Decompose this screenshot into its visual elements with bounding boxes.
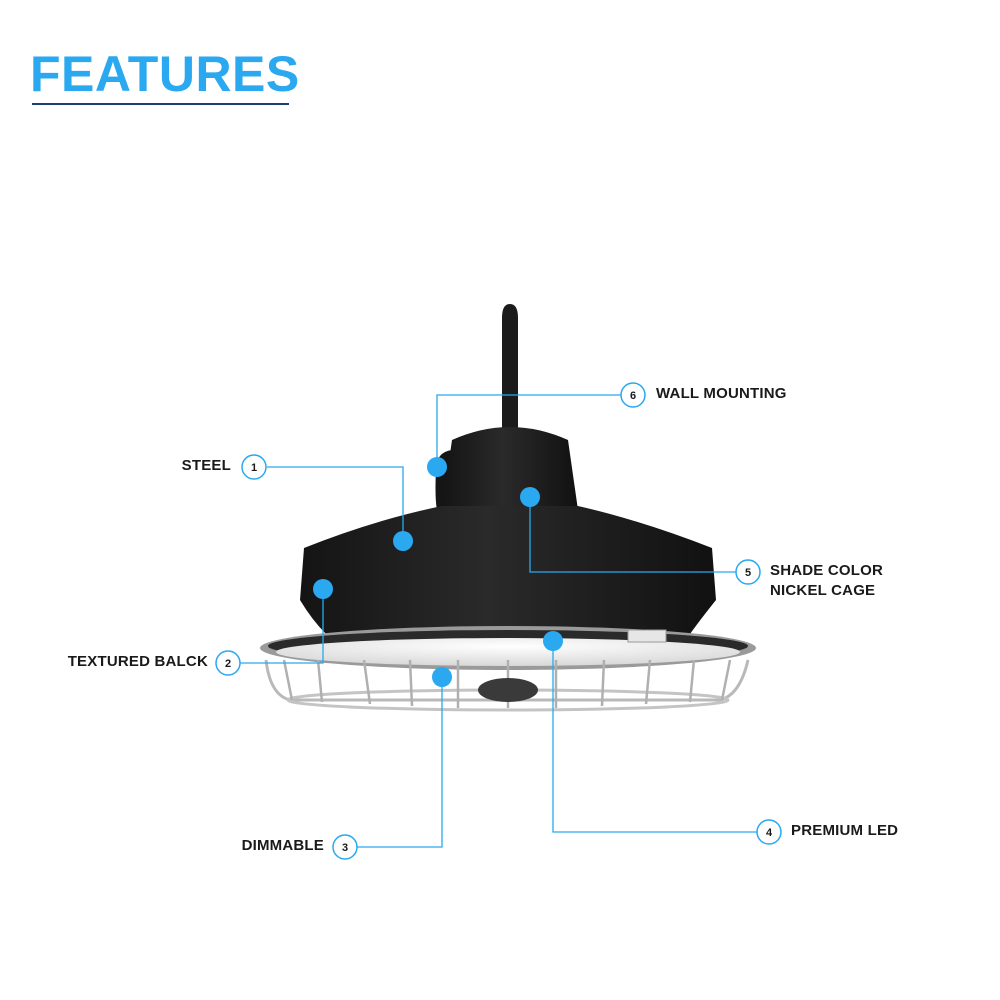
- callout-dot-textured-black: [313, 579, 333, 599]
- title-underline: [32, 103, 289, 105]
- feature-label-textured-black: TEXTURED BALCK: [67, 653, 208, 670]
- feature-label-nickel-cage: NICKEL CAGE: [770, 582, 876, 599]
- badge-number: 4: [766, 827, 773, 839]
- wall-mount-barn-light-icon: [260, 304, 756, 712]
- badge-4: 4: [756, 819, 782, 845]
- callout-line-wall-mounting: [436, 394, 621, 467]
- badge-5: 5: [735, 559, 761, 585]
- feature-label-wall-mounting: WALL MOUNTING: [656, 385, 787, 402]
- badge-6: 6: [620, 382, 646, 408]
- callout-dot-steel: [393, 531, 413, 551]
- callout-dot-wall-mounting: [427, 457, 447, 477]
- feature-label-dimmable: DIMMABLE: [241, 837, 324, 854]
- badge-number: 5: [745, 567, 751, 579]
- badge-number: 6: [630, 390, 636, 402]
- callout-line-steel: [267, 466, 404, 541]
- callout-dot-premium-led: [543, 631, 563, 651]
- callout-line-dimmable: [357, 677, 443, 848]
- callout-line-premium-led: [552, 641, 757, 833]
- page-title: FEATURES: [30, 46, 300, 102]
- badge-number: 3: [342, 842, 348, 854]
- feature-label-premium-led: PREMIUM LED: [791, 822, 899, 839]
- number-badges: 1 2 3 4 5 6: [215, 382, 782, 860]
- badge-number: 1: [251, 462, 257, 474]
- feature-label-shade-color: SHADE COLOR: [770, 562, 884, 579]
- callout-dots: [313, 457, 563, 687]
- badge-number: 2: [225, 658, 231, 670]
- badge-3: 3: [332, 834, 358, 860]
- callout-dot-shade-color: [520, 487, 540, 507]
- callout-dot-dimmable: [432, 667, 452, 687]
- callout-line-shade-color: [529, 497, 736, 573]
- callout-line-textured-black: [240, 589, 324, 664]
- callout-lines: [240, 394, 757, 848]
- badge-1: 1: [241, 454, 267, 480]
- feature-label-steel: STEEL: [181, 457, 231, 474]
- badge-2: 2: [215, 650, 241, 676]
